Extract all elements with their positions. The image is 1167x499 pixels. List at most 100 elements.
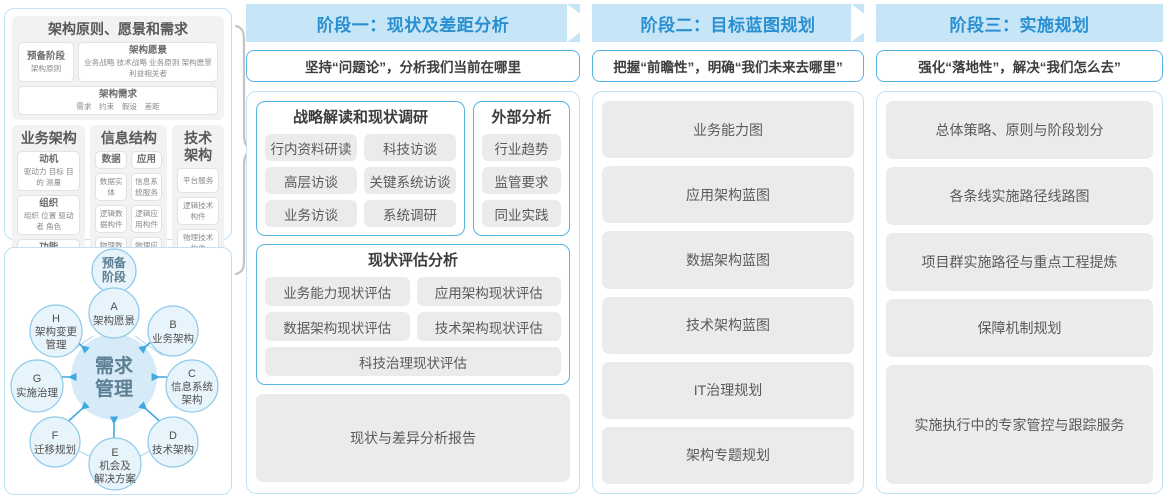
phase-column-2: 阶段二：目标蓝图规划 把握“前瞻性”，明确“我们未来去哪里” 业务能力图 应用架… <box>592 4 877 494</box>
phase-3-title: 阶段三：实施规划 <box>949 15 1090 35</box>
phase-2-item[interactable]: 应用架构蓝图 <box>602 166 854 224</box>
column-title: 信息结构 <box>100 130 157 146</box>
banner-arrow-notch-icon <box>567 4 593 42</box>
cell-logical-data-component: 逻辑数据构件 <box>95 205 127 233</box>
adm-center-label-line2: 管理 <box>95 377 133 400</box>
phase-3-item[interactable]: 实施执行中的专家管控与跟踪服务 <box>886 365 1153 484</box>
adm-node-e-label2: 解决方案 <box>94 472 136 485</box>
phase-2-item[interactable]: 业务能力图 <box>602 101 854 159</box>
phase-3-item[interactable]: 总体策略、原则与阶段划分 <box>886 101 1153 160</box>
cell-title: 架构需求 <box>98 89 137 100</box>
cell-data-entity: 数据实体 <box>95 173 127 201</box>
phase-2-item[interactable]: 架构专题规划 <box>602 426 854 485</box>
cell-information-system-service: 信息系统服务 <box>130 173 163 201</box>
adm-node-preliminary-line1: 预备 <box>102 255 127 270</box>
cell-organization: 组织 组织 位置 驱动者 角色 <box>17 195 81 235</box>
phase-3-body: 总体策略、原则与阶段划分 各条线实施路径线路图 项目群实施路径与重点工程提炼 保… <box>876 91 1163 494</box>
pill-item[interactable]: 监管要求 <box>482 167 561 194</box>
pill-item[interactable]: 高层访谈 <box>265 167 357 194</box>
cell-motivation: 动机 驱动力 目标 目的 测量 <box>17 151 81 191</box>
card-strategy-survey[interactable]: 战略解读和现状调研 行内资料研读 科技访谈 高层访谈 关键系统访谈 业务访谈 系… <box>256 101 465 236</box>
pill-item[interactable]: 业务访谈 <box>265 200 357 227</box>
cell-platform-service: 平台服务 <box>177 168 219 193</box>
cell-sub: 逻辑技术构件 <box>182 201 214 221</box>
phase-3-banner: 阶段三：实施规划 <box>876 4 1163 42</box>
phase-2-banner: 阶段二：目标蓝图规划 <box>592 4 877 42</box>
cell-title: 应用 <box>137 154 157 165</box>
cell-sub: 架构原则 <box>30 63 62 73</box>
pill-item[interactable]: 系统调研 <box>364 200 456 227</box>
phase-3-subtitle: 强化“落地性”，解决“我们怎么去” <box>876 50 1163 82</box>
cell-arch-requirements: 架构需求 需求 约束 假设 差距 <box>18 86 218 115</box>
cell-title: 组织 <box>39 198 59 209</box>
adm-node-g-key: G <box>33 373 42 385</box>
pill-item[interactable]: 应用架构现状评估 <box>416 277 561 306</box>
phase-2-title: 阶段二：目标蓝图规划 <box>640 15 816 35</box>
phase-1-report-card[interactable]: 现状与差异分析报告 <box>256 394 570 482</box>
phase-column-1: 阶段一：现状及差距分析 坚持“问题论”，分析我们当前在哪里 战略解读和现状调研 … <box>246 4 593 494</box>
cell-sub: 业务战略 技术战略 业务原则 架构愿景 利益相关者 <box>84 58 212 78</box>
adm-node-c-key: C <box>188 368 196 380</box>
phase-2-item[interactable]: 技术架构蓝图 <box>602 296 854 354</box>
card-current-state-assessment[interactable]: 现状评估分析 业务能力现状评估 应用架构现状评估 数据架构现状评估 技术架构现状… <box>256 244 570 385</box>
pill-item[interactable]: 行业趋势 <box>482 134 561 161</box>
cell-logical-tech-component: 逻辑技术构件 <box>177 197 219 225</box>
adm-node-h-label2: 管理 <box>46 338 67 351</box>
adm-node-c <box>165 359 219 413</box>
pill-item[interactable]: 关键系统访谈 <box>364 167 456 194</box>
card-title: 战略解读和现状调研 <box>292 109 428 126</box>
phase-2-item[interactable]: IT治理规划 <box>602 361 854 419</box>
phase-1-body: 战略解读和现状调研 行内资料研读 科技访谈 高层访谈 关键系统访谈 业务访谈 系… <box>246 91 580 494</box>
adm-node-c-label: 信息系统 <box>171 380 213 393</box>
adm-node-f-label: 迁移规划 <box>34 443 76 456</box>
pill-item[interactable]: 行内资料研读 <box>265 134 357 161</box>
togaf-content-framework: 架构原则、愿景和需求 预备阶段 架构原则 架构愿景 业务战略 技术战略 业务原则… <box>4 8 232 340</box>
adm-node-f <box>29 416 81 468</box>
cell-sub: 驱动力 目标 目的 测量 <box>23 167 74 187</box>
pill-row: 行内资料研读 科技访谈 <box>265 134 456 161</box>
pill-item[interactable]: 同业实践 <box>482 200 561 227</box>
pill-item[interactable]: 科技治理现状评估 <box>265 347 561 376</box>
cell-title: 动机 <box>39 154 59 165</box>
adm-node-d <box>147 416 199 468</box>
adm-node-f-key: F <box>52 430 59 442</box>
phase-2-subtitle: 把握“前瞻性”，明确“我们未来去哪里” <box>592 50 864 82</box>
phase-2-item[interactable]: 数据架构蓝图 <box>602 231 854 289</box>
card-external-analysis[interactable]: 外部分析 行业趋势 监管要求 同业实践 <box>473 101 570 236</box>
phase-3-item[interactable]: 各条线实施路径线路图 <box>886 167 1153 226</box>
adm-node-a-key: A <box>110 301 118 313</box>
phase-3-item[interactable]: 项目群实施路径与重点工程提炼 <box>886 233 1153 292</box>
column-business-architecture: 业务架构 动机 驱动力 目标 目的 测量 组织 组织 位置 驱动者 角色 功能 … <box>12 125 86 284</box>
adm-node-e-label: 机会及 <box>99 459 131 472</box>
card-title: 外部分析 <box>491 109 552 126</box>
cell-sub: 逻辑数据构件 <box>99 209 123 229</box>
adm-cycle-panel: 需求 管理 预备 阶段 <box>4 247 232 495</box>
cell-sub: 需求 约束 假设 差距 <box>76 102 160 111</box>
pill-item[interactable]: 技术架构现状评估 <box>416 312 561 341</box>
cell-sub: 平台服务 <box>182 176 214 185</box>
banner-background <box>876 4 1163 42</box>
phase-3-item[interactable]: 保障机制规划 <box>886 299 1153 358</box>
phase-1-subtitle: 坚持“问题论”，分析我们当前在哪里 <box>246 50 580 82</box>
pill-item[interactable]: 科技访谈 <box>364 134 456 161</box>
pill-item[interactable]: 业务能力现状评估 <box>265 277 410 306</box>
adm-node-h <box>29 304 83 358</box>
adm-cycle-diagram: 需求 管理 预备 阶段 <box>10 248 219 491</box>
pill-item[interactable]: 数据架构现状评估 <box>265 312 410 341</box>
adm-node-b-label: 业务架构 <box>152 332 194 345</box>
group-title: 架构原则、愿景和需求 <box>48 21 188 37</box>
pill-row: 高层访谈 关键系统访谈 <box>265 167 456 194</box>
cell-title: 数据 <box>101 154 121 165</box>
cell-arch-vision: 架构愿景 业务战略 技术战略 业务原则 架构愿景 利益相关者 <box>78 42 218 82</box>
adm-node-b <box>147 305 199 357</box>
banner-background <box>246 4 580 42</box>
adm-node-g-label: 实施治理 <box>16 386 58 399</box>
adm-node-d-key: D <box>169 430 177 442</box>
phase-1-banner: 阶段一：现状及差距分析 <box>246 4 593 42</box>
phase-1-top-row: 战略解读和现状调研 行内资料研读 科技访谈 高层访谈 关键系统访谈 业务访谈 系… <box>256 101 570 236</box>
adm-node-e <box>88 437 142 491</box>
card-title: 现状评估分析 <box>367 252 458 269</box>
pill-row: 业务访谈 系统调研 <box>265 200 456 227</box>
banner-background <box>592 4 864 42</box>
